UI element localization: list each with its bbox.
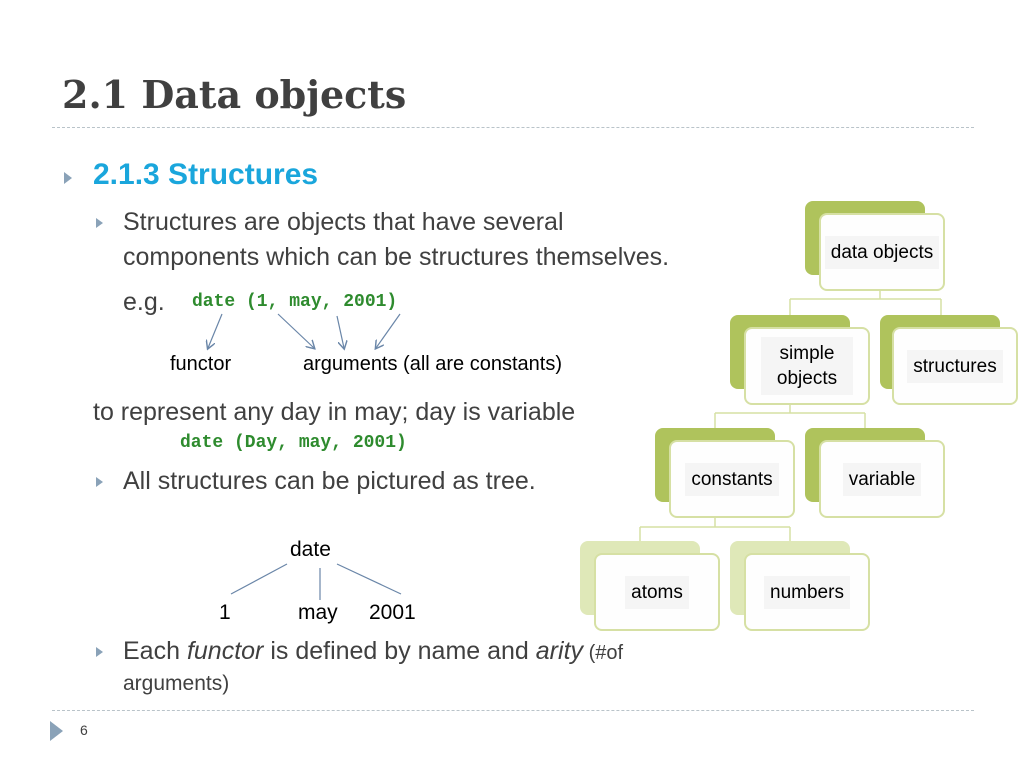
bullet-arrow-icon bbox=[96, 218, 103, 228]
functor-label: functor bbox=[170, 353, 232, 375]
page-number: 6 bbox=[80, 722, 88, 738]
section-heading: 2.1.3 Structures bbox=[93, 158, 319, 191]
bullet-arrow-icon bbox=[96, 647, 103, 657]
variable-code: date (Day, may, 2001) bbox=[180, 433, 407, 453]
variable-line: to represent any day in may; day is vari… bbox=[93, 398, 576, 426]
date-tree-root: date bbox=[290, 538, 331, 561]
annotation-arrows bbox=[190, 313, 401, 354]
bullet3-line2: arguments) bbox=[123, 672, 230, 695]
node-data-objects: data objects bbox=[805, 201, 945, 291]
bullet1-line2: components which can be structures thems… bbox=[123, 243, 670, 271]
date-tree-edges bbox=[230, 563, 402, 600]
date-tree-child-1: 1 bbox=[219, 601, 231, 624]
slide-title: 2.1 Data objects bbox=[62, 72, 407, 117]
bullet3-arity: arity bbox=[535, 637, 584, 665]
footer-divider bbox=[52, 710, 974, 711]
node-constants: constants bbox=[655, 428, 795, 518]
bullet3-line1: Each functor is defined by name and arit… bbox=[123, 637, 624, 665]
arguments-label: arguments (all are constants) bbox=[303, 353, 563, 375]
bullet3-functor: functor bbox=[186, 637, 264, 665]
footer-arrow-icon bbox=[50, 721, 63, 741]
date-tree-child-3: 2001 bbox=[369, 601, 416, 624]
node-variable: variable bbox=[805, 428, 945, 518]
node-simple-objects: simple objects bbox=[730, 315, 870, 405]
title-divider bbox=[52, 127, 974, 128]
bullet2-text: All structures can be pictured as tree. bbox=[123, 467, 536, 495]
node-structures: structures bbox=[880, 315, 1020, 405]
bullet1-line1: Structures are objects that have several bbox=[123, 208, 564, 236]
eg-label: e.g. bbox=[123, 288, 165, 316]
node-numbers: numbers bbox=[730, 541, 870, 631]
bullet-arrow-icon bbox=[96, 477, 103, 487]
date-tree-child-2: may bbox=[298, 601, 338, 624]
bullet-arrow-icon bbox=[64, 172, 72, 184]
eg-code: date (1, may, 2001) bbox=[192, 292, 398, 312]
node-atoms: atoms bbox=[580, 541, 720, 631]
